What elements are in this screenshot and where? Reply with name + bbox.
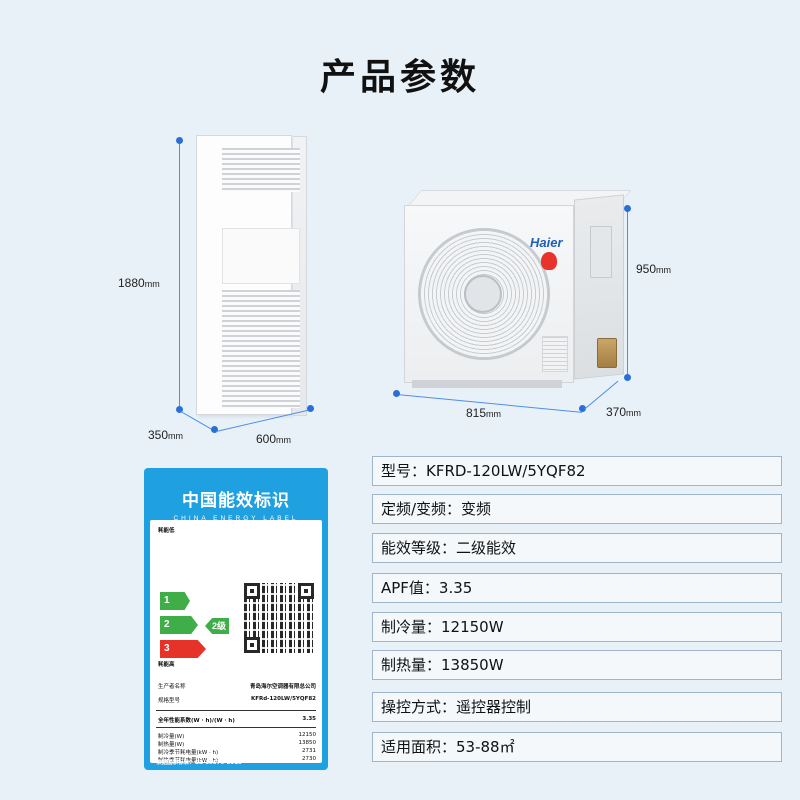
- model-label: 规格型号: [158, 698, 181, 704]
- grade-arrow-badge: 2级: [205, 618, 229, 634]
- grade-1-bar: 1: [160, 592, 190, 610]
- grade-2-bar: 2: [160, 616, 198, 634]
- standard-footer: 依据国家标准：GB 19576-2019: [156, 760, 242, 766]
- apf-value: 3.35: [302, 716, 316, 722]
- qr-code-icon: [244, 583, 314, 653]
- spec-frequency-type: 定频/变频：变频: [372, 494, 782, 524]
- spec-control-method: 操控方式：遥控器控制: [372, 692, 782, 722]
- label-row-label: 制热量(W): [158, 742, 185, 748]
- label-row-value: 2730: [302, 756, 316, 762]
- energy-label-card: 中国能效标识 CHINA ENERGY LABEL 耗能低 1 2 3 2级 耗…: [144, 468, 328, 770]
- label-row-label: 制冷量(W): [158, 734, 185, 740]
- outdoor-width-label: 815mm: [466, 406, 502, 420]
- energy-label-subtitle: CHINA ENERGY LABEL: [173, 515, 299, 522]
- spec-apf: APF值：3.35: [372, 573, 782, 603]
- label-row-label: 制热季节耗电量(kW · h): [158, 758, 219, 764]
- outdoor-depth-label: 370mm: [606, 405, 642, 419]
- label-row-value: 13850: [298, 740, 317, 746]
- indoor-height-label: 1880mm: [118, 276, 160, 290]
- model-value: KFRd-120LW/5YQF82: [250, 696, 316, 702]
- haier-logo: Haier: [530, 235, 563, 250]
- label-row-value: 2731: [302, 748, 316, 754]
- manufacturer-value: 青岛海尔空调器有限总公司: [249, 684, 316, 690]
- indoor-depth-label: 350mm: [148, 428, 184, 442]
- low-consumption-label: 耗能低: [158, 528, 175, 534]
- page-title: 产品参数: [319, 57, 480, 98]
- manufacturer-label: 生产者名称: [158, 684, 186, 690]
- spec-applicable-area: 适用面积：53-88㎡: [372, 732, 782, 762]
- spec-model: 型号：KFRD-120LW/5YQF82: [372, 456, 782, 486]
- label-row-label: 制冷季节耗电量(kW · h): [158, 750, 219, 756]
- indoor-width-label: 600mm: [256, 432, 292, 446]
- apf-label: 全年性能系数(W · h)/(W · h): [158, 718, 235, 724]
- spec-heating-capacity: 制热量：13850W: [372, 650, 782, 680]
- high-consumption-label: 耗能高: [158, 662, 175, 668]
- energy-label-title: 中国能效标识: [182, 491, 290, 511]
- spec-cooling-capacity: 制冷量：12150W: [372, 612, 782, 642]
- label-row-value: 12150: [298, 732, 317, 738]
- spec-energy-grade: 能效等级：二级能效: [372, 533, 782, 563]
- outdoor-height-label: 950mm: [636, 262, 672, 276]
- grade-3-bar: 3: [160, 640, 206, 658]
